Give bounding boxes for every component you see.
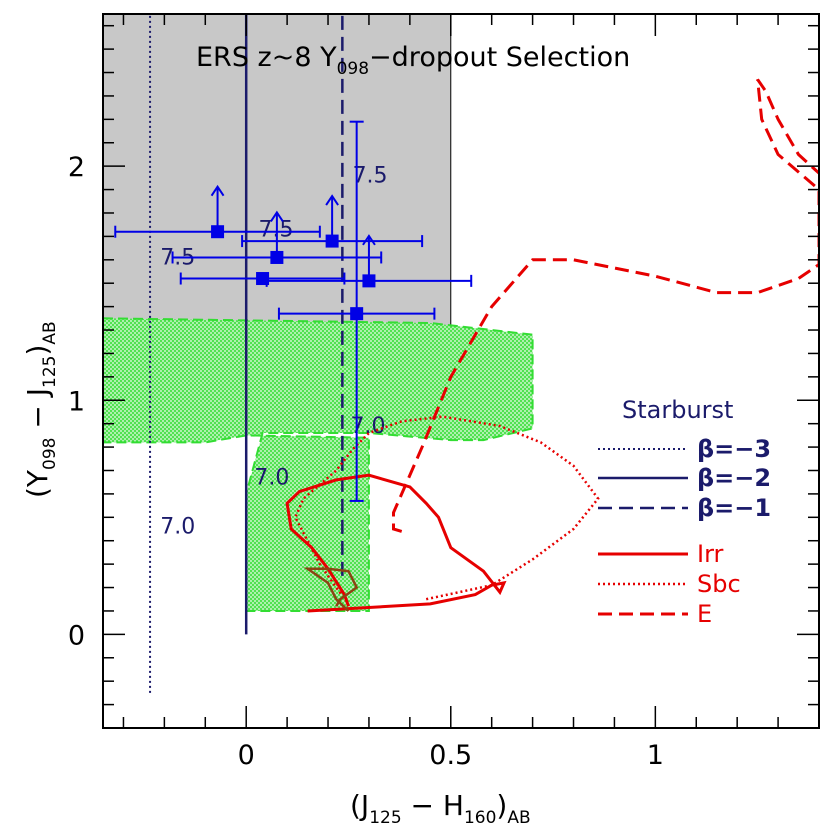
x-tick-label: 0.5 <box>429 740 472 771</box>
candidate-point-group <box>265 234 473 288</box>
lower-limit-arrowhead <box>270 210 284 223</box>
chart-title: ERS z~8 Y098−dropout Selection <box>196 42 630 79</box>
legend-label-beta-m2: β=−2 <box>697 464 771 492</box>
candidate-point <box>270 250 284 264</box>
legend-header: Starburst <box>622 396 733 424</box>
candidate-point <box>211 225 225 239</box>
candidate-point <box>350 307 364 321</box>
legend-label-beta-m3: β=−3 <box>697 435 771 463</box>
lower-limit-arrowhead <box>325 194 339 206</box>
y-tick-label: 1 <box>68 386 85 417</box>
starburst-label-beta-m2: 7.0 <box>254 466 289 491</box>
axes-frame <box>102 13 820 729</box>
plot-frame <box>102 13 820 729</box>
green-region <box>103 317 534 612</box>
candidate-point <box>325 234 339 248</box>
axis-ticks: 0 0.5 1 0 1 2 <box>68 14 820 771</box>
redshift-label: 7.5 <box>353 164 388 189</box>
legend-label-sbc: Sbc <box>697 570 741 598</box>
x-tick-label: 0 <box>238 740 255 771</box>
y-tick-label: 2 <box>68 152 85 183</box>
legend-label-beta-m1: β=−1 <box>697 494 771 522</box>
y-tick-label: 0 <box>68 620 85 651</box>
selection-region <box>103 14 452 343</box>
plot-area: 7.07.07.07.57.57.5 <box>103 14 819 693</box>
candidate-point <box>362 274 376 288</box>
candidate-point-group <box>277 120 436 502</box>
sbc-track <box>293 415 600 605</box>
y-axis-label: (Y098 − J125)AB <box>21 321 60 498</box>
lower-limit-arrowhead <box>362 234 376 246</box>
candidate-point-group <box>171 210 383 264</box>
irr-track <box>285 473 507 613</box>
candidate-point-group <box>114 184 321 239</box>
overlap-track <box>303 567 359 612</box>
candidate-point-group <box>241 194 424 248</box>
legend-label-e: E <box>697 600 712 628</box>
starburst-label-beta-m3: 7.0 <box>160 515 195 540</box>
legend: Starburst β=−3 β=−2 β=−1 Irr Sbc E <box>598 396 771 628</box>
x-axis-label: (J125 − H160)AB <box>350 789 531 828</box>
legend-label-irr: Irr <box>697 540 724 568</box>
x-tick-label: 1 <box>647 740 664 771</box>
e-track <box>392 78 819 533</box>
lower-limit-arrowhead <box>210 184 225 197</box>
